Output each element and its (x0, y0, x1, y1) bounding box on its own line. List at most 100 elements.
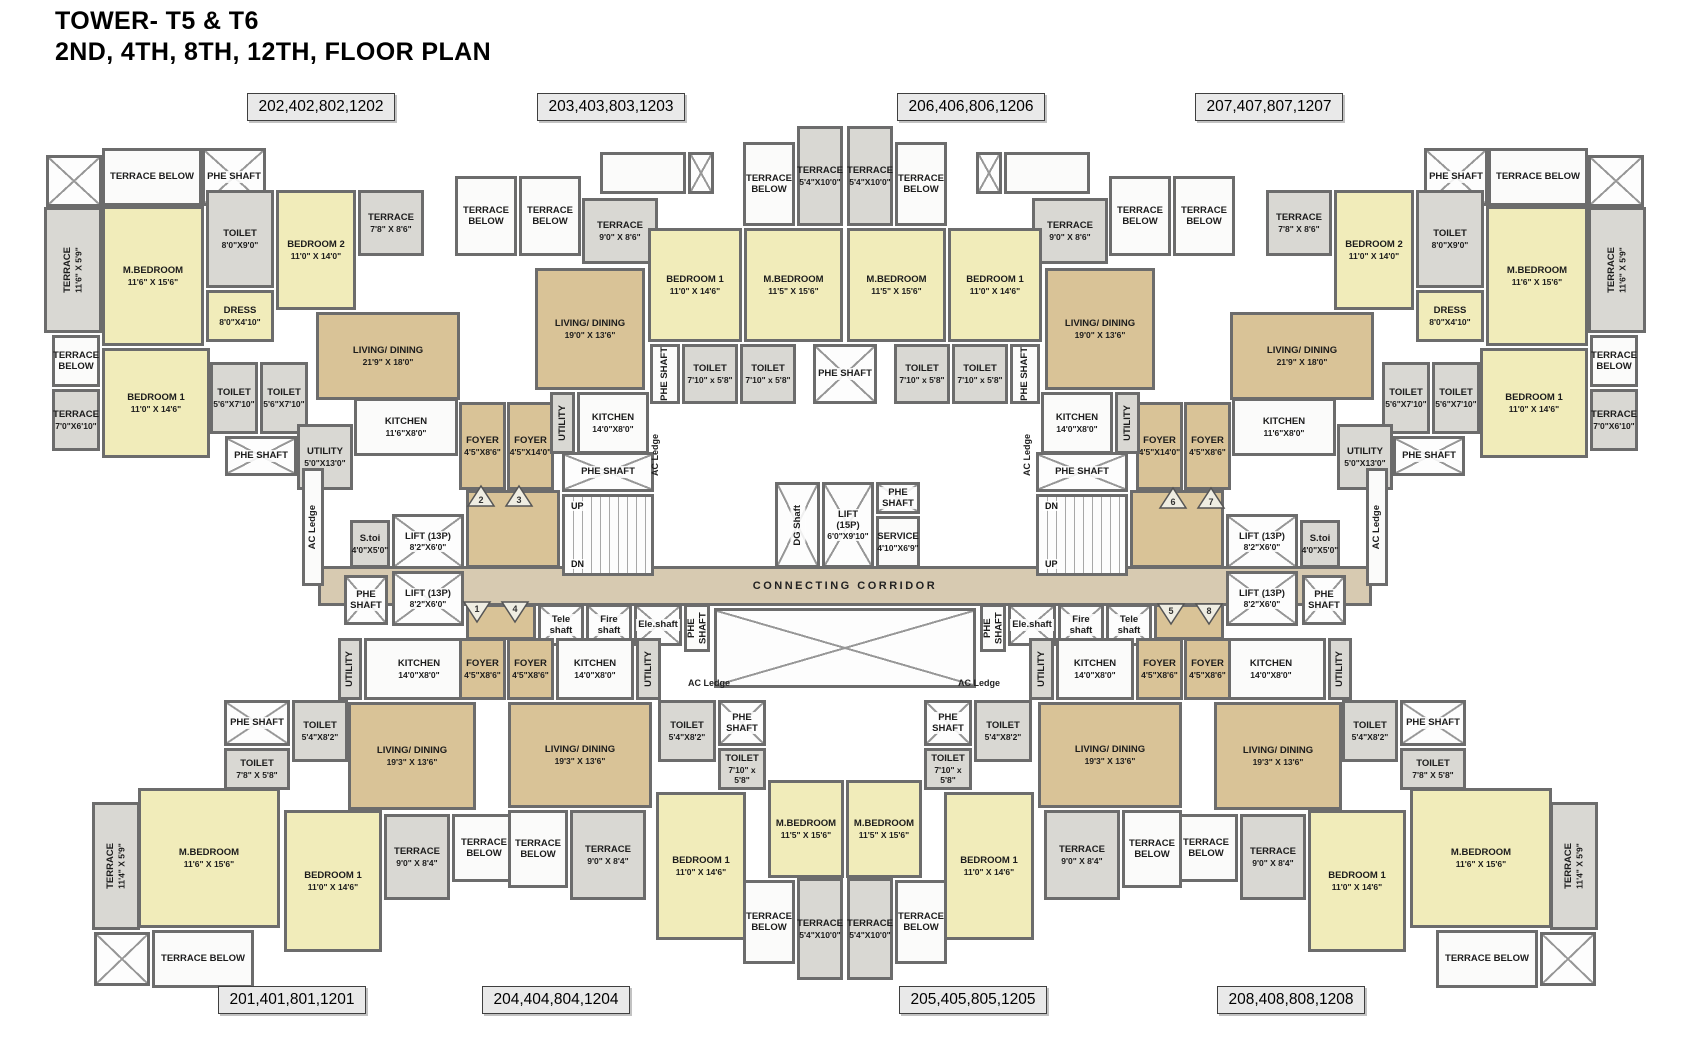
room-area (46, 155, 102, 207)
plan-title-line1: TOWER- T5 & T6 (55, 7, 259, 35)
room-dimensions: 7'8" X 8'6" (370, 223, 412, 234)
room-name: FOYER (466, 435, 499, 447)
room-name: TERRACE BELOW (1183, 836, 1229, 859)
room-name: TOILET (986, 720, 1020, 732)
room-area (94, 932, 150, 986)
room-name: TERRACE BELOW (463, 204, 509, 227)
room-label: TERRACE BELOW (746, 173, 792, 196)
room-dimensions: 11'6" X 15'6" (183, 858, 235, 869)
room-name: PHE SHAFT (726, 711, 758, 734)
stair-direction-label: DN (569, 559, 586, 569)
room-dimensions: 4'5"X8'6" (1141, 669, 1178, 680)
room-name: TOILET (223, 228, 257, 240)
room-label: PHE SHAFT (816, 368, 874, 380)
room-name: TERRACE BELOW (1129, 837, 1175, 860)
room-phe-shaft: PHE SHAFT (562, 452, 654, 492)
triangle-marker-8: 8 (1194, 602, 1224, 626)
room-terrace-below: TERRACE BELOW (508, 810, 568, 888)
room-label: Tele shaft (541, 613, 581, 637)
room-name: KITCHEN (1262, 416, 1306, 428)
room-name: PHE SHAFT (581, 466, 635, 478)
unit-label-202: 202,402,802,1202 (247, 93, 395, 121)
room-dimensions: 19'3" X 13'6" (1084, 755, 1136, 766)
room-name: TERRACE (1563, 843, 1575, 889)
room-label: PHE SHAFT (347, 588, 385, 612)
room-dimensions: 4'5"X14'0" (1138, 446, 1181, 457)
room-label: PHE SHAFT (1404, 717, 1462, 729)
room-label: PHE SHAFT (205, 171, 263, 183)
room-dimensions: 5'4"X10'0" (799, 929, 841, 940)
room-label: PHE SHAFT (228, 717, 286, 729)
room-label: PHE SHAFT (1053, 466, 1111, 478)
room-name: LIVING/ DINING (1266, 345, 1338, 357)
room-label: TERRACE BELOW (1177, 837, 1235, 860)
room-name: TOILET (1433, 228, 1467, 240)
room-name: PHE SHAFT (1402, 450, 1456, 462)
room-name: TERRACE (62, 247, 74, 293)
room-name: LIFT (13P) (405, 587, 451, 599)
staircase: UP DN (562, 494, 654, 576)
room-dimensions: 8'0"X9'0" (1431, 239, 1469, 250)
room-name: TERRACE (797, 918, 843, 930)
room-dimensions: 9'0" X 8'6" (1049, 231, 1091, 242)
room-dimensions: 5'4"X10'0" (849, 929, 891, 940)
room-name: PHE SHAFT (207, 171, 261, 183)
room-dimensions: 9'0" X 8'4" (396, 857, 438, 868)
room-name: TOILET (1353, 720, 1387, 732)
room-dimensions: 11'5" X 15'6" (768, 285, 819, 296)
ac-ledge-label: AC Ledge (958, 678, 1001, 688)
room-dimensions: 5'0"X13'0" (304, 457, 346, 468)
room-label: UTILITY (1036, 651, 1047, 687)
room-dimensions: 21'9" X 18'0" (362, 356, 414, 367)
room-area (976, 152, 1002, 194)
triangle-marker-icon: 5 (1156, 603, 1186, 626)
room-name: UTILITY (556, 405, 568, 441)
room-dimensions: 7'10" x 5'8" (899, 374, 945, 385)
unit-label-201: 201,401,801,1201 (218, 986, 366, 1014)
svg-text:1: 1 (474, 604, 479, 614)
room-name: BEDROOM 2 (1345, 239, 1403, 251)
room-name: M.BEDROOM (775, 818, 837, 830)
room-name: TOILET (267, 387, 301, 399)
room-label: UTILITY (643, 651, 654, 687)
room-label: PHE SHAFT (879, 486, 917, 510)
room-label: LIFT (13P)8'2"X6'0" (403, 530, 453, 553)
room-dimensions: 14'0"X8'0" (1056, 423, 1098, 434)
room-terrace-below: TERRACE BELOW (1488, 148, 1588, 206)
room-dimensions: 4'5"X8'6" (1189, 669, 1226, 680)
room-label: TERRACE BELOW (458, 205, 514, 228)
room-name: TOILET (670, 720, 704, 732)
room-label: PHE SHAFT (232, 450, 290, 462)
room-lift-15p: LIFT (15P)6'0"X9'10" (822, 482, 874, 568)
room-name: TERRACE BELOW (461, 836, 507, 859)
stair-direction-label: UP (569, 501, 586, 511)
triangle-marker-4: 4 (500, 600, 530, 624)
